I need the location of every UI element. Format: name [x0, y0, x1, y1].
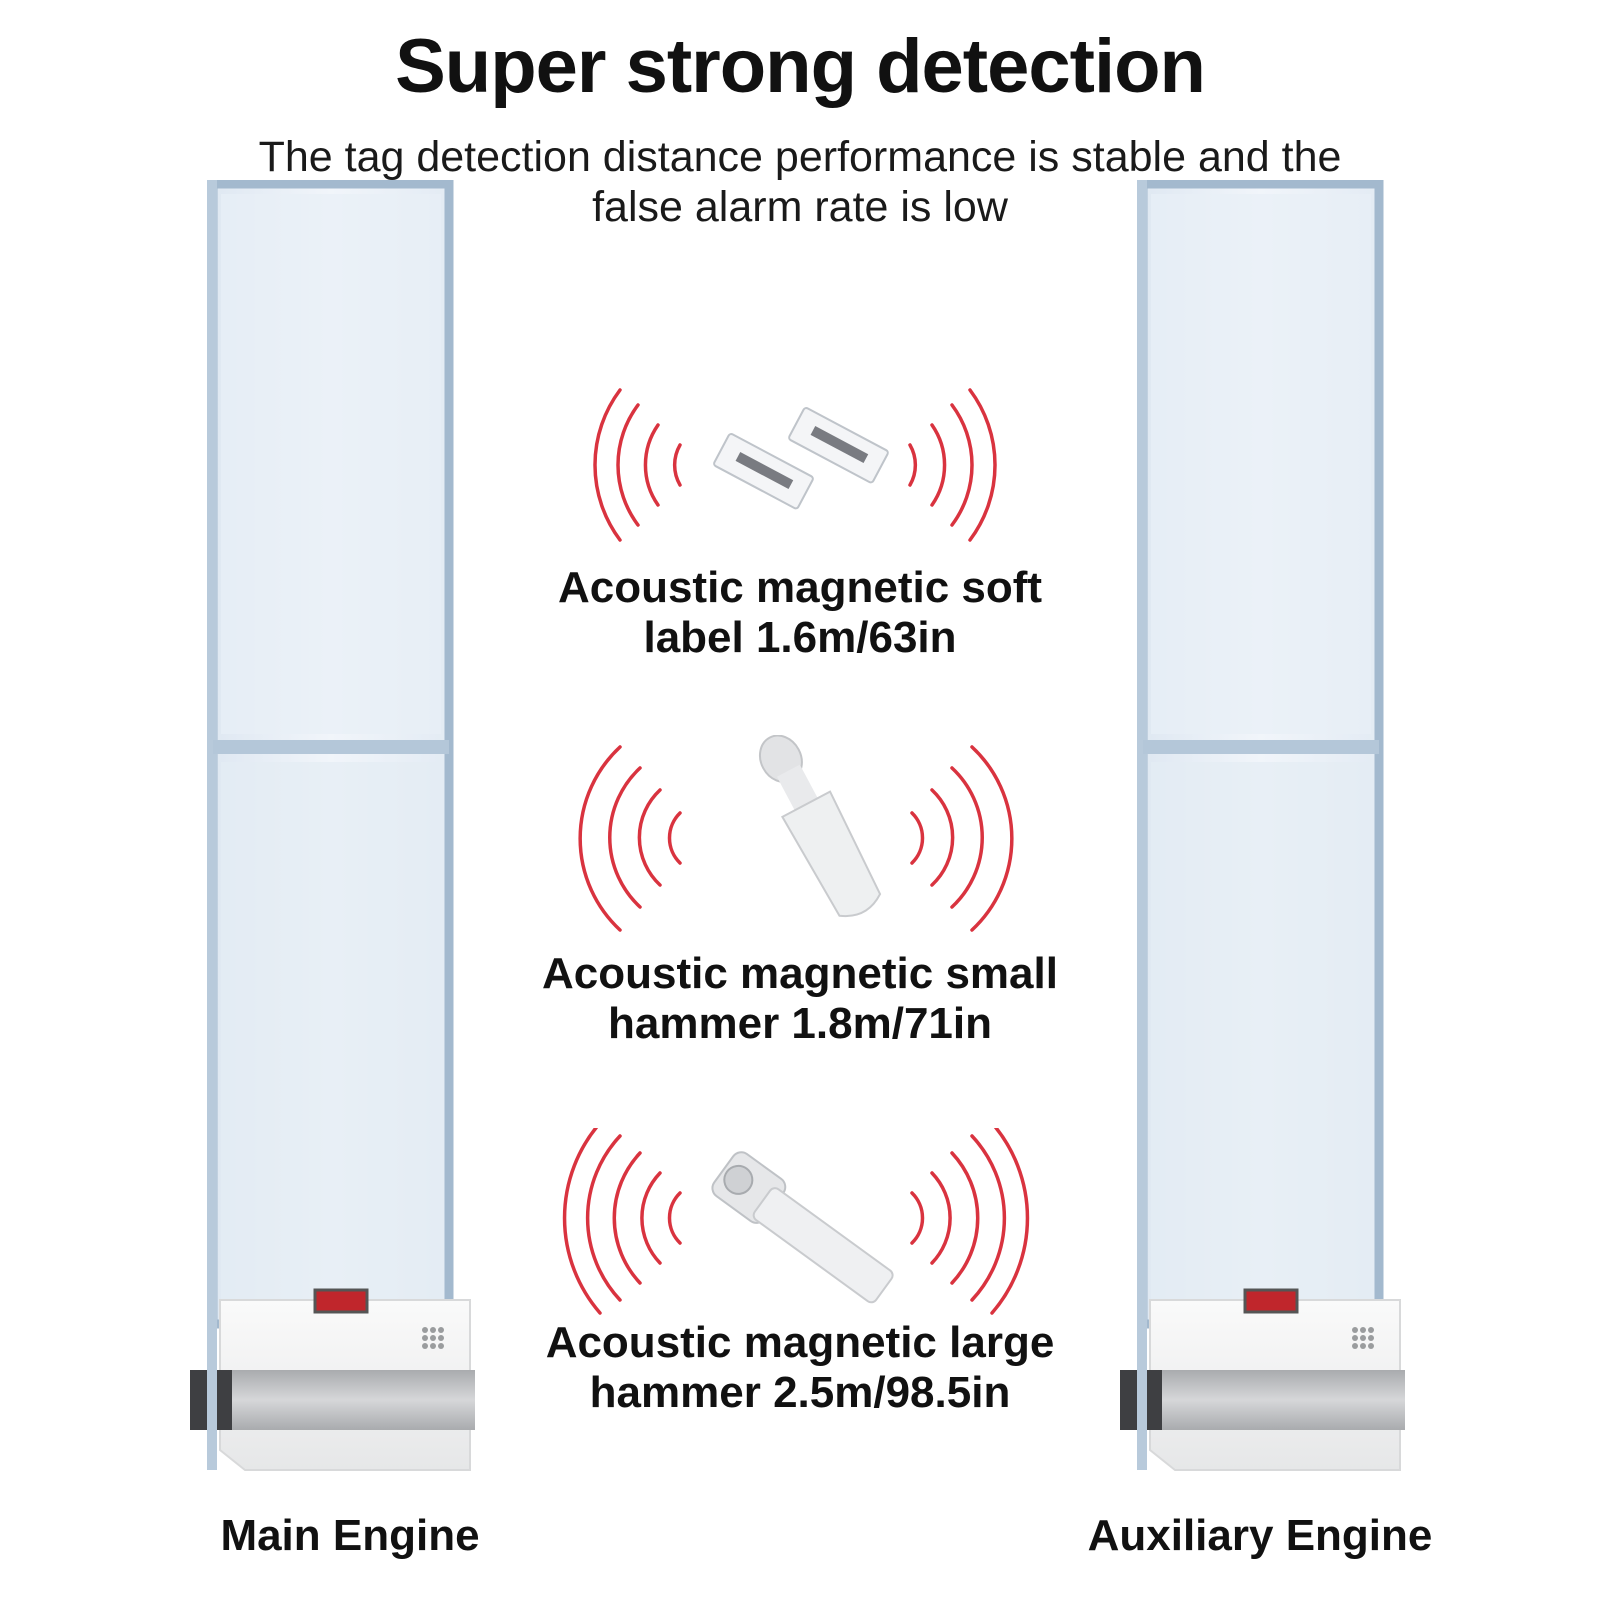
small-hammer-caption: Acoustic magnetic small hammer 1.8m/71in [520, 949, 1080, 1049]
auxiliary-engine-gate-illustration [1120, 180, 1405, 1471]
large-hammer-icon [562, 1128, 1030, 1315]
soft-label-caption: Acoustic magnetic soft label 1.6m/63in [520, 563, 1080, 663]
page-title: Super strong detection [395, 24, 1206, 109]
soft-label-icon [593, 388, 997, 542]
page-subtitle: The tag detection distance performance i… [200, 132, 1400, 232]
soft-label-caption-line-1: Acoustic magnetic soft [557, 563, 1043, 612]
main-engine-gate [185, 180, 485, 1520]
main-engine-label: Main Engine [220, 1511, 480, 1560]
small-hammer-caption-line-2: hammer 1.8m/71in [608, 999, 992, 1048]
soft-label-illustration [520, 385, 1080, 555]
large-hammer-illustration [520, 1128, 1080, 1318]
large-hammer-caption-line-1: Acoustic magnetic large [545, 1318, 1055, 1367]
main-engine-gate-illustration [190, 180, 475, 1471]
large-hammer-tag: Acoustic magnetic large hammer 2.5m/98.5… [520, 1128, 1080, 1418]
small-hammer-illustration [520, 735, 1080, 945]
subtitle-line-1: The tag detection distance performance i… [258, 133, 1342, 181]
auxiliary-engine-gate [1115, 180, 1415, 1520]
small-hammer-tag: Acoustic magnetic small hammer 1.8m/71in [520, 735, 1080, 1049]
small-hammer-icon [578, 735, 1014, 932]
subtitle-line-2: false alarm rate is low [592, 183, 1008, 231]
small-hammer-caption-line-1: Acoustic magnetic small [542, 949, 1058, 998]
large-hammer-caption: Acoustic magnetic large hammer 2.5m/98.5… [520, 1318, 1080, 1418]
auxiliary-engine-label: Auxiliary Engine [1087, 1511, 1433, 1560]
soft-label-tag: Acoustic magnetic soft label 1.6m/63in [520, 385, 1080, 663]
soft-label-caption-line-2: label 1.6m/63in [643, 613, 957, 662]
large-hammer-caption-line-2: hammer 2.5m/98.5in [589, 1368, 1011, 1417]
